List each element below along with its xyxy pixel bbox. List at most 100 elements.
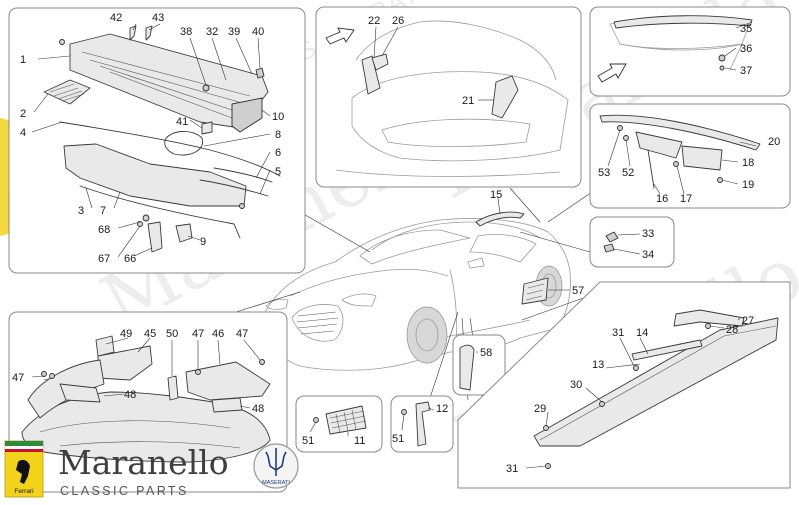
screw-part-51-a (313, 417, 319, 423)
panel-boot: 22 26 21 (315, 6, 582, 188)
trident-icon (265, 448, 287, 476)
cowl-leaders (31, 23, 271, 258)
screw-part-28 (705, 323, 711, 329)
screw-fixing-bottom (239, 203, 245, 209)
callout-26: 26 (392, 15, 404, 27)
callout-32: 32 (206, 26, 218, 38)
callout-68: 68 (98, 224, 110, 236)
filter-part-2 (43, 79, 91, 105)
callout-6: 6 (275, 147, 281, 159)
callout-31-b: 31 (506, 463, 518, 475)
ferrari-badge-stripe-green (5, 441, 43, 446)
brand-footer: Ferrari Maranello CLASSIC PARTS MASERATI (4, 440, 299, 498)
panel-underbody: 47 47 47 49 45 50 46 48 48 (8, 311, 288, 493)
vent-part-57-slats (525, 283, 545, 301)
view-arrow-boot (325, 27, 355, 45)
seal-part-7 (79, 185, 241, 239)
car-grille-bars (296, 311, 339, 335)
car-windshield (359, 229, 471, 265)
callout-67: 67 (98, 253, 110, 265)
callout-1: 1 (20, 54, 26, 66)
callout-37: 37 (740, 65, 752, 77)
brand-tagline: CLASSIC PARTS (60, 484, 189, 498)
panel-cowl-assembly: 1 2 4 3 7 8 6 5 10 9 68 67 66 42 43 38 3… (8, 7, 306, 274)
screw-part-52 (623, 135, 629, 141)
callout-30: 30 (570, 379, 582, 391)
panel-side-sill: 27 28 31 14 13 30 29 31 (457, 281, 791, 489)
callout-45: 45 (144, 328, 156, 340)
callout-4: 4 (20, 127, 26, 139)
callout-51-a: 51 (302, 435, 314, 447)
bracket-part-50 (167, 375, 179, 401)
connector-boot (509, 187, 541, 223)
prancing-horse-icon (16, 459, 30, 484)
connector-grille-11 (429, 311, 459, 399)
callout-57: 57 (572, 285, 584, 297)
cable-part-16b (647, 149, 655, 189)
panel-spoiler-frame (589, 6, 791, 97)
brand-name: Maranello (58, 443, 229, 482)
callout-35: 35 (740, 23, 752, 35)
callout-47-b: 47 (192, 328, 204, 340)
panel-grille: 51 11 (295, 395, 383, 453)
callout-47-a: 47 (12, 372, 24, 384)
callout-14: 14 (636, 327, 648, 339)
screw-part-31-a (633, 365, 639, 371)
screw-part-53 (617, 125, 623, 131)
spoiler-part-35 (613, 15, 753, 29)
screw-part-47a (41, 371, 47, 377)
cowl-panel-ribs (81, 51, 251, 119)
callout-42: 42 (110, 12, 122, 24)
bracket-part-16 (635, 131, 683, 159)
shield-part-48-right (211, 397, 243, 413)
car-headlight-left (341, 293, 377, 307)
view-arrow-spoiler (597, 63, 627, 83)
callout-40: 40 (252, 26, 264, 38)
callout-8: 8 (275, 129, 281, 141)
callout-50: 50 (166, 328, 178, 340)
car-side-window (469, 234, 537, 263)
callout-19: 19 (742, 179, 754, 191)
callout-48-a: 48 (124, 389, 136, 401)
callout-34: 34 (642, 249, 654, 261)
seal-part-8 (164, 131, 204, 156)
callout-3: 3 (78, 205, 84, 217)
callout-53: 53 (598, 167, 610, 179)
callout-39: 39 (228, 26, 240, 38)
callout-22: 22 (368, 15, 380, 27)
trim-part-58 (459, 344, 475, 391)
panel-spoiler: 35 36 37 (589, 6, 791, 97)
callout-10: 10 (272, 111, 284, 123)
screw-part-17 (673, 161, 679, 167)
callout-11: 11 (354, 435, 365, 447)
callout-16: 16 (656, 193, 668, 205)
connector-cowl (299, 211, 371, 253)
ferrari-badge-text: Ferrari (14, 488, 33, 495)
car-headlight-right (265, 298, 289, 310)
ferrari-badge-stripe-white (5, 446, 43, 449)
callout-20: 20 (768, 136, 780, 148)
panel-trim: 58 (452, 334, 506, 396)
sill-bracket-part-27 (673, 309, 745, 327)
spoiler-strip-part-20 (599, 114, 761, 151)
callout-36: 36 (740, 43, 752, 55)
callout-52: 52 (622, 167, 634, 179)
callout-29: 29 (534, 403, 546, 415)
sill-part-13 (533, 317, 779, 447)
panel-bracket: 12 51 (390, 395, 454, 453)
clip-part-34 (603, 243, 615, 253)
nut-part-37 (719, 65, 725, 71)
screw-part-30 (599, 401, 605, 407)
screw-part-47b (49, 373, 55, 379)
maserati-badge-text: MASERATI (262, 480, 290, 486)
cowl-cover-part-10 (231, 97, 263, 133)
boot-lid-open (355, 20, 557, 81)
callout-18: 18 (742, 157, 754, 169)
boot-opening (351, 71, 569, 162)
boot-floor (381, 118, 531, 147)
plug-part-39 (255, 67, 265, 79)
car-mirror (467, 257, 485, 269)
callout-58: 58 (480, 347, 492, 359)
callout-43: 43 (152, 12, 164, 24)
